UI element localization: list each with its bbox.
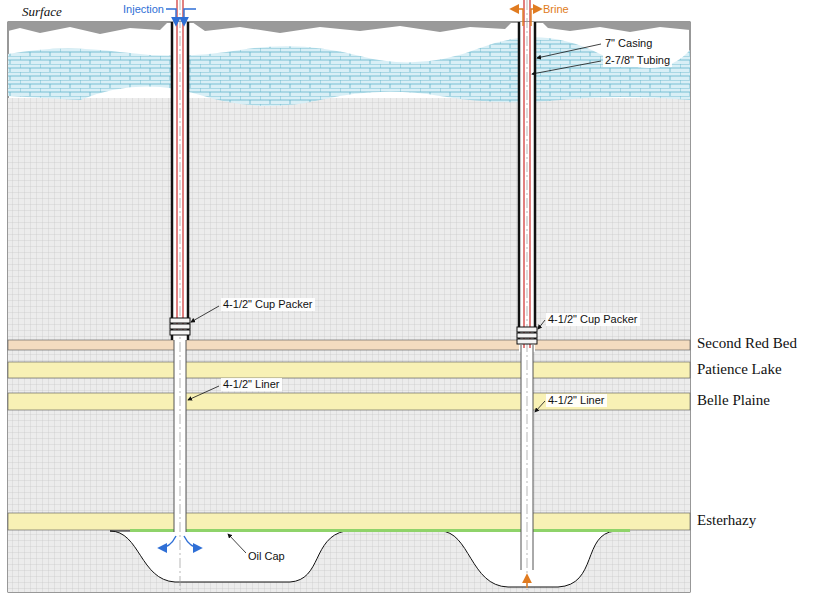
formation-label: Belle Plaine — [697, 392, 770, 409]
formation-label: Patience Lake — [697, 361, 782, 378]
surface-label: Surface — [22, 5, 62, 20]
part-label: 2-7/8" Tubing — [603, 54, 672, 67]
part-label: Oil Cap — [246, 550, 287, 563]
flow-label: Brine — [543, 3, 569, 16]
part-label: 7" Casing — [603, 37, 654, 50]
part-label: 4-1/2" Liner — [221, 378, 282, 391]
part-label: 4-1/2" Liner — [546, 394, 607, 407]
part-label: 4-1/2" Cup Packer — [221, 298, 315, 311]
flow-label: Injection — [123, 3, 164, 16]
part-label: 4-1/2" Cup Packer — [546, 313, 640, 326]
formation-label: Esterhazy — [697, 512, 756, 529]
formation-label: Second Red Bed — [697, 335, 797, 352]
